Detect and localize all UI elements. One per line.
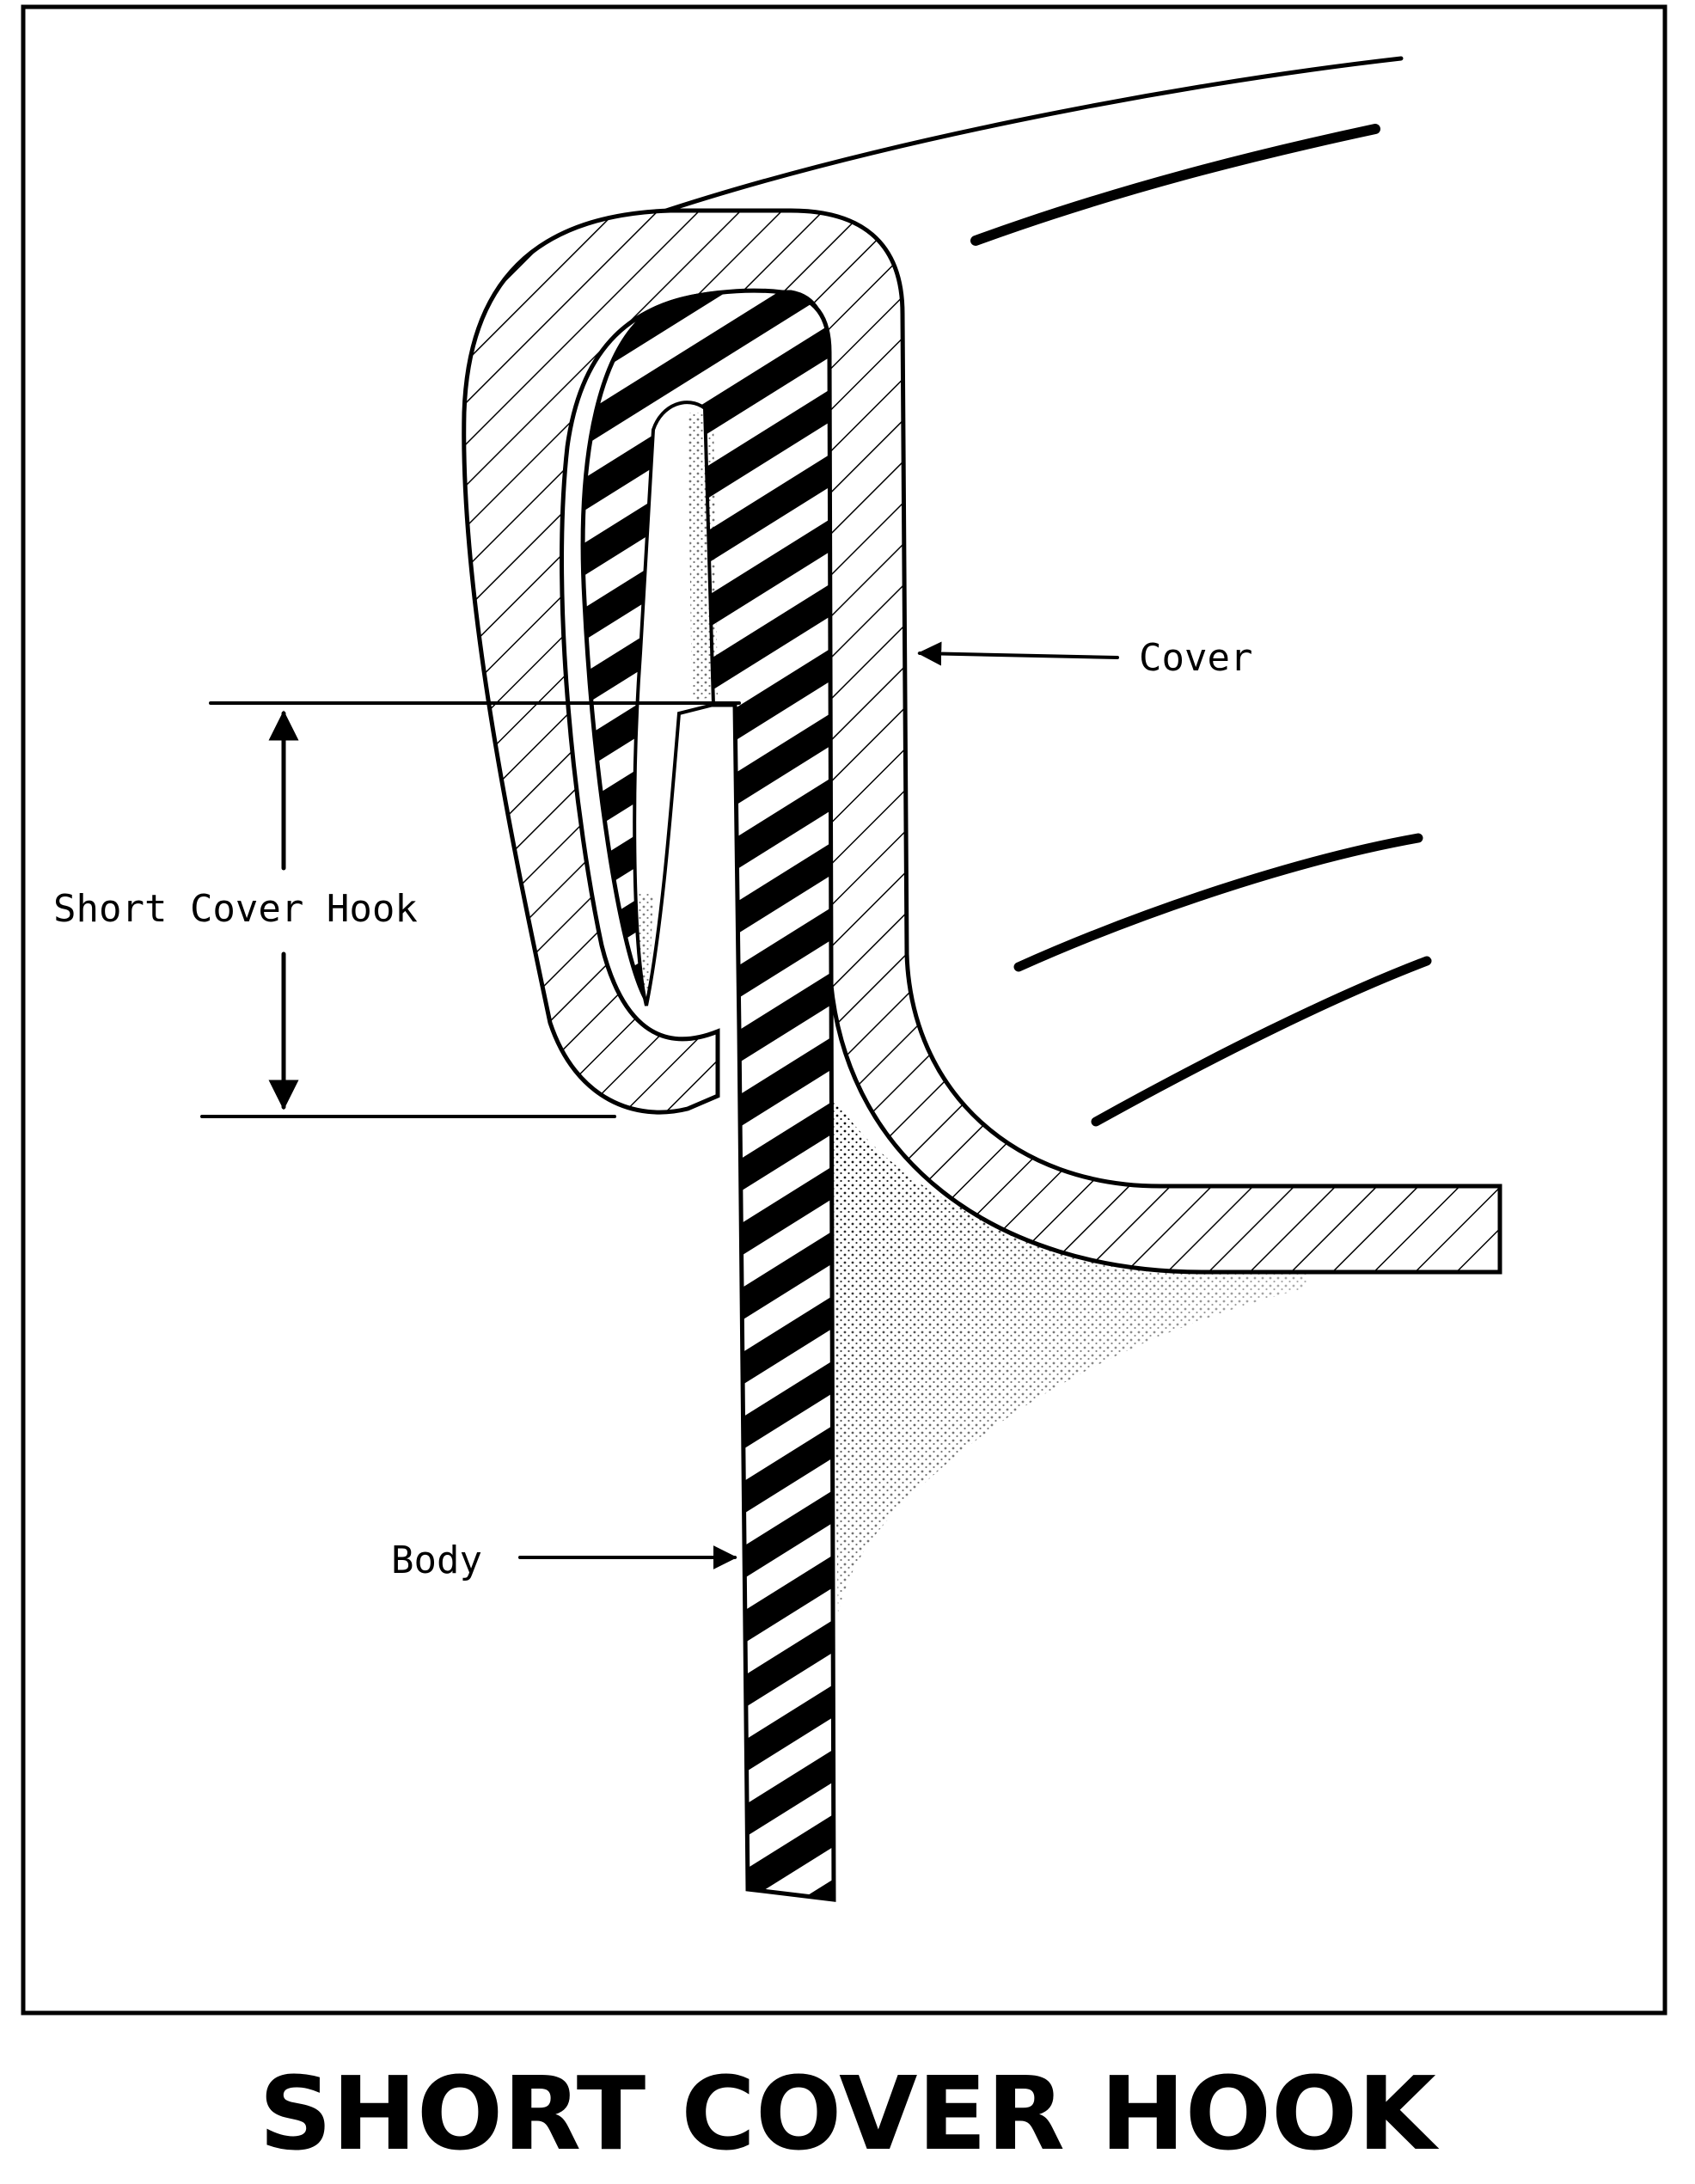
label-cover: Cover <box>1139 636 1252 680</box>
figure-title: SHORT COVER HOOK <box>259 2054 1440 2173</box>
cover-shading-strokes <box>970 124 1432 1127</box>
hook-slot-stipple <box>688 413 718 700</box>
shadow-stipple <box>829 1092 1375 1616</box>
cover-top-outline <box>651 56 1404 217</box>
dimension-short-cover-hook <box>200 701 741 1118</box>
hook-tip-stipple <box>636 894 653 997</box>
figure-frame <box>21 4 1667 2016</box>
label-body: Body <box>391 1539 482 1582</box>
cover-leader-arrow <box>917 641 1119 666</box>
label-short-cover-hook: Short Cover Hook <box>53 887 418 931</box>
